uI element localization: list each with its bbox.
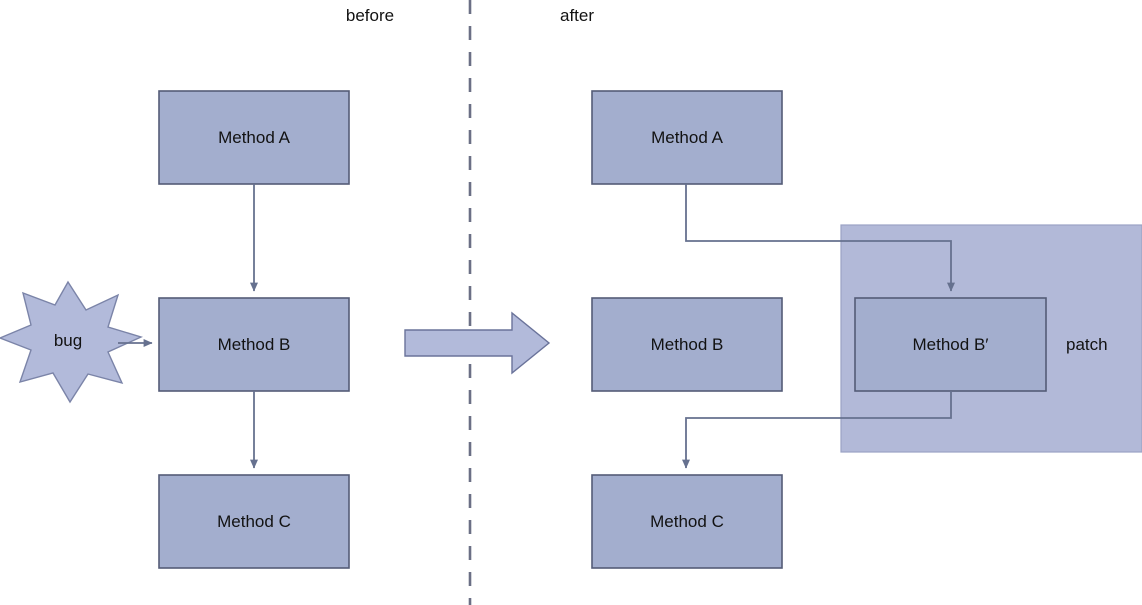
after-method-b-prime-box[interactable]	[854, 297, 1047, 392]
bug-star-icon	[0, 280, 143, 404]
after-method-c-box[interactable]	[591, 474, 783, 569]
after-edge-a-to-bprime	[685, 184, 955, 292]
before-method-a-box[interactable]	[158, 90, 350, 185]
after-method-b-box[interactable]	[591, 297, 783, 392]
after-method-a-box[interactable]	[591, 90, 783, 185]
before-method-b-box[interactable]	[158, 297, 350, 392]
after-edge-bprime-to-c	[682, 391, 952, 469]
before-method-c-box[interactable]	[158, 474, 350, 569]
transition-arrow	[404, 311, 551, 375]
